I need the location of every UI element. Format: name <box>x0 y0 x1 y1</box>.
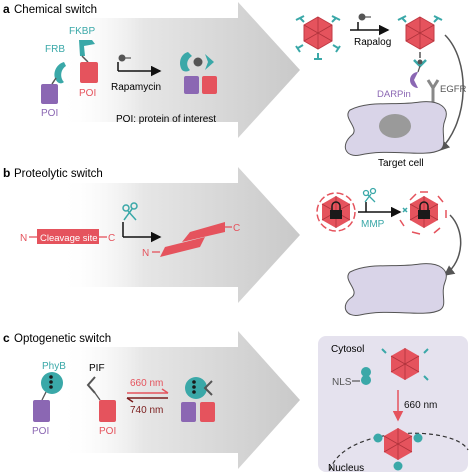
poi-legend: POI: protein of interest <box>116 114 216 125</box>
nucleus-label: Nucleus <box>328 463 364 474</box>
entry-curve-arrow <box>443 214 462 276</box>
cell-region <box>318 336 468 472</box>
locked-virus-left <box>316 192 356 232</box>
panel-b-title: Proteolytic switch <box>14 168 103 180</box>
panel-b: b Proteolytic switch N Cleavage site C C… <box>3 166 462 316</box>
fkbp-label: FKBP <box>69 26 95 37</box>
egfr-receptor <box>426 79 440 108</box>
complex-c-poi-red <box>200 402 215 422</box>
mmp-scissors-icon <box>362 187 377 203</box>
complex-pif <box>203 380 213 396</box>
complex-fkbp <box>205 54 214 70</box>
phyb-label: PhyB <box>42 361 66 372</box>
poi-right-label: POI <box>79 88 96 99</box>
target-cell-label: Target cell <box>378 158 424 169</box>
rapalog-label: Rapalog <box>354 37 391 48</box>
poi-right-box <box>80 62 98 83</box>
darpin-label: DARPin <box>377 89 411 100</box>
cut-scissors-icon <box>402 207 408 213</box>
panel-c-big-arrow <box>60 331 300 469</box>
rapamycin-molecule-icon <box>118 54 126 62</box>
complex-phyb <box>185 377 207 399</box>
frb-domain <box>54 62 66 84</box>
panel-c: c Optogenetic switch PhyB POI PIF POI 66… <box>3 331 469 474</box>
frb-label: FRB <box>45 44 65 55</box>
egfr-label: EGFR <box>440 84 467 95</box>
wavelength-660-right-label: 660 nm <box>404 400 437 411</box>
nls-tag-icon <box>361 375 371 385</box>
panel-a-title: Chemical switch <box>14 4 97 16</box>
c-product-label: C <box>233 223 240 234</box>
binding-curve-arrow <box>438 34 464 152</box>
lock-icon-right <box>418 210 430 219</box>
poi-c-right-box <box>99 400 116 422</box>
cleavage-site-substrate <box>37 229 99 244</box>
virus-particle-c-top <box>381 348 429 381</box>
poi-c-right-label: POI <box>99 426 116 437</box>
virus-particle-a-right <box>397 15 443 68</box>
scissors-icon <box>122 202 138 221</box>
cytosol-label: Cytosol <box>331 344 364 355</box>
cleavage-site-label: Cleavage site <box>40 233 98 244</box>
panel-b-letter: b <box>3 166 10 180</box>
poi-left-box <box>41 84 58 104</box>
complex-poi-red <box>202 76 217 94</box>
wavelength-740-label: 740 nm <box>130 405 163 416</box>
target-cell-nucleus <box>379 114 411 138</box>
nuclear-envelope <box>329 432 469 471</box>
panel-c-letter: c <box>3 331 10 345</box>
panel-b-big-arrow <box>60 167 300 303</box>
cleaved-product-c <box>182 222 225 242</box>
mmp-label: MMP <box>361 219 385 230</box>
darpin-domain <box>410 72 418 88</box>
nls-label: NLS <box>332 377 352 388</box>
complex-poi-purple <box>184 76 199 94</box>
rapamycin-label: Rapamycin <box>111 82 161 93</box>
panel-c-title: Optogenetic switch <box>14 333 111 345</box>
cleaved-product-n <box>160 237 205 257</box>
poi-left-label: POI <box>41 108 58 119</box>
wavelength-660-label: 660 nm <box>130 378 163 389</box>
panel-a-big-arrow <box>60 2 300 138</box>
virus-particle-c-nucleus <box>373 428 423 471</box>
fkbp-domain <box>79 40 95 56</box>
target-cell-b <box>344 263 447 316</box>
complex-c-poi-purple <box>181 402 196 422</box>
fkbp-linker <box>81 55 89 63</box>
panel-a: a Chemical switch FRB POI FKBP POI Rapam… <box>3 2 467 169</box>
poi-c-left-box <box>33 400 50 422</box>
frb-linker <box>51 77 57 85</box>
c-terminal-label: C <box>108 233 115 244</box>
complex-rapamycin-icon <box>193 57 203 67</box>
unlocked-virus-right <box>399 191 447 235</box>
lock-icon-left <box>330 210 342 219</box>
virus-particle-a-left <box>295 15 341 60</box>
n-terminal-label: N <box>20 233 27 244</box>
poi-c-left-label: POI <box>32 426 49 437</box>
rapalog-molecule-icon <box>358 13 366 21</box>
complex-frb <box>180 52 192 72</box>
pif-domain <box>86 376 96 394</box>
pif-label: PIF <box>89 363 105 374</box>
panel-a-letter: a <box>3 2 10 16</box>
n-product-label: N <box>142 248 149 259</box>
